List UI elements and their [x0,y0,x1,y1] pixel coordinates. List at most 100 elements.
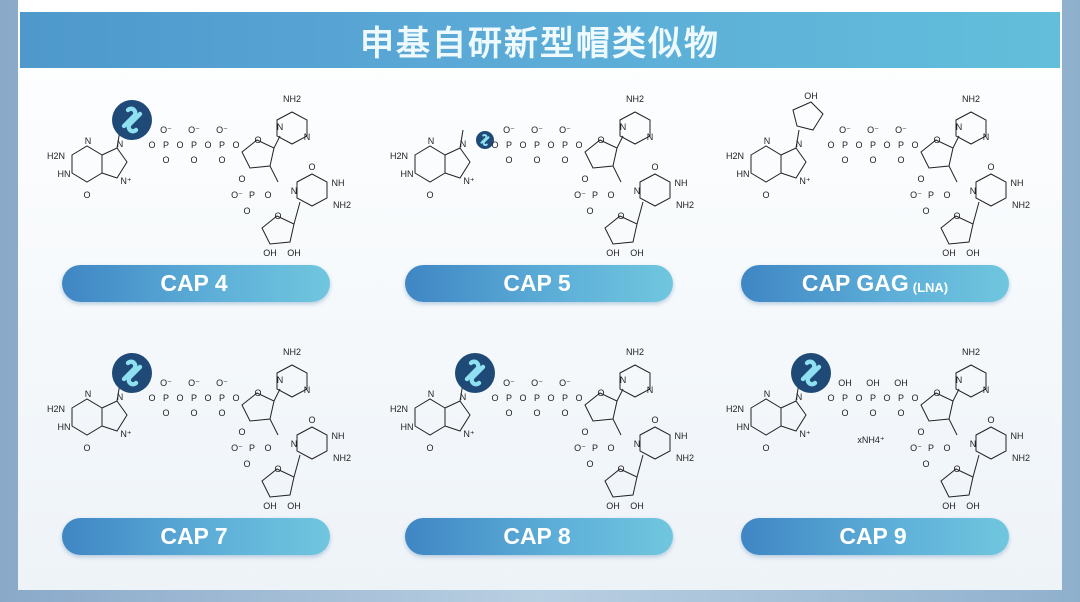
atom-label: H2N [47,404,65,414]
atom-label: O [83,443,90,453]
atom-label: OH [287,501,301,511]
atom-label: O⁻ [867,125,879,135]
bond [636,201,644,225]
atom-label: O [917,174,924,184]
atom-label: N [304,132,311,142]
atom-label: N [277,122,284,132]
adenine-ring [619,364,651,398]
atom-label: N [291,439,298,449]
bond [273,388,281,402]
atom-label: O⁻ [503,125,515,135]
lower-ribose-ring [261,468,295,498]
atom-label: NH2 [676,200,694,210]
atom-label: O [232,140,239,150]
cap-logo-glyph [121,106,143,134]
atom-label: O [176,393,183,403]
cap-8-button[interactable]: CAP 8 [405,518,673,555]
atom-label: O [597,388,604,398]
adenine-ring [276,111,308,145]
imidazole-ring [101,400,128,432]
atom-label: O [917,427,924,437]
atom-label: O [238,174,245,184]
atom-label: O [533,155,540,165]
atom-label: HN [58,422,71,432]
page-title: 申基自研新型帽类似物 [20,12,1060,68]
atom-label: P [191,393,197,403]
atom-label: O [491,393,498,403]
atom-label: P [219,393,225,403]
cap-logo-glyph [800,359,822,387]
atom-label: NH [675,431,688,441]
cap-7-button[interactable]: CAP 7 [62,518,330,555]
atom-label: N⁺ [120,176,131,186]
ribose-ring [920,392,954,422]
bond [972,454,980,478]
guanine-ring-2 [975,426,1007,460]
atom-label: O [911,393,918,403]
bond [616,388,624,402]
atom-label: NH2 [962,94,980,104]
atom-label: O [897,408,904,418]
ribose-ring [584,139,618,169]
ribose-ring [584,392,618,422]
atom-label: P [191,140,197,150]
atom-label: N⁺ [463,429,474,439]
atom-label: O [264,190,271,200]
atom-label: O⁻ [160,125,172,135]
atom-label: N [460,392,467,402]
atom-label: P [898,393,904,403]
atom-label: OH [263,248,277,258]
cap-gag-button[interactable]: CAP GAG(LNA) [741,265,1009,302]
atom-label: O [762,443,769,453]
bond [948,165,958,183]
atom-label: H2N [47,151,65,161]
guanine-ring-2 [296,426,328,460]
atom-label: NH [1011,431,1024,441]
atom-label: NH2 [1012,453,1030,463]
atom-label: O [943,190,950,200]
atom-label: HN [737,422,750,432]
atom-label: O [869,155,876,165]
atom-label: O [597,135,604,145]
atom-label: N [647,132,654,142]
atom-label: O⁻ [188,378,200,388]
lower-ribose-ring [604,215,638,245]
atom-label: NH [332,431,345,441]
atom-label: N [117,392,124,402]
cap-label: CAP 8 [503,523,571,549]
atom-label: OH [942,248,956,258]
atom-label: O [617,464,624,474]
cap-label: CAP 4 [160,270,228,296]
lower-ribose-ring [940,468,974,498]
atom-label: O [238,427,245,437]
atom-label: OH [942,501,956,511]
atom-label: O⁻ [160,378,172,388]
cap-9-button[interactable]: CAP 9 [741,518,1009,555]
atom-label: OH [263,501,277,511]
atom-label: O [505,408,512,418]
atom-label: O [953,464,960,474]
atom-label: OH [630,248,644,258]
atom-label: O [883,140,890,150]
atom-label: N [304,385,311,395]
atom-label: O [841,408,848,418]
atom-label: NH [332,178,345,188]
lower-ribose-ring [604,468,638,498]
atom-label: H2N [390,151,408,161]
cap-5-button[interactable]: CAP 5 [405,265,673,302]
atom-label: N [85,136,92,146]
atom-label: OH [894,378,908,388]
atom-label: O [869,408,876,418]
guanine-ring [414,398,446,436]
atom-label: HN [58,169,71,179]
bond [636,454,644,478]
atom-label: OH [630,501,644,511]
atom-label: O [232,393,239,403]
atom-label: O⁻ [559,378,571,388]
atom-label: N [620,375,627,385]
cap-4-button[interactable]: CAP 4 [62,265,330,302]
atom-label: O [987,162,994,172]
